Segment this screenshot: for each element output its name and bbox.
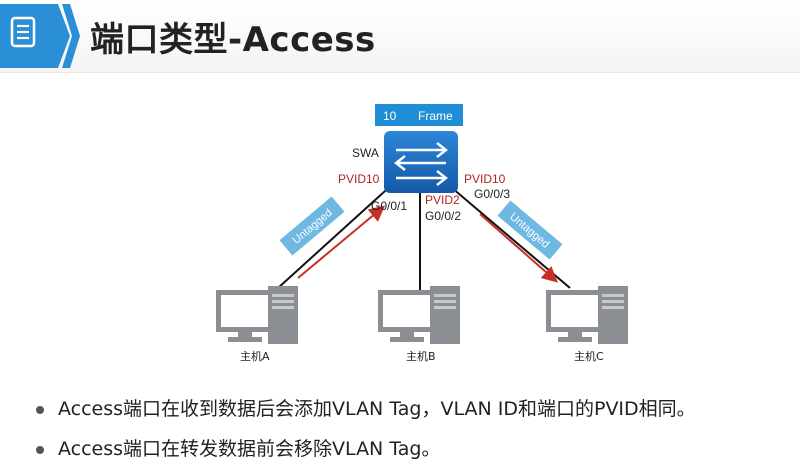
bullet-item: Access端口在转发数据前会移除VLAN Tag。 xyxy=(36,434,786,474)
host-a xyxy=(216,286,298,344)
computer-icon xyxy=(378,286,460,344)
frame-label: Frame xyxy=(418,109,453,123)
frame-vlan-id: 10 xyxy=(383,109,397,123)
bullet-text: Access端口在转发数据前会移除VLAN Tag。 xyxy=(58,438,441,460)
bullet-dot xyxy=(36,446,44,454)
host-a-label: 主机A xyxy=(240,349,270,363)
port1-pvid: PVID10 xyxy=(338,172,380,186)
link-host-a xyxy=(277,181,396,289)
switch-name: SWA xyxy=(352,146,379,160)
port3-pvid: PVID10 xyxy=(464,172,506,186)
vlan-frame: 10 Frame xyxy=(375,104,463,126)
switch-swa xyxy=(384,131,458,193)
host-b-label: 主机B xyxy=(406,349,436,363)
arrow-switch-to-host-c xyxy=(479,213,559,283)
title-bar: 端口类型-Access xyxy=(0,0,800,73)
switch-arrows-icon xyxy=(394,142,448,186)
host-c-label: 主机C xyxy=(574,349,604,363)
document-list-icon xyxy=(0,4,80,68)
bullet-item: Access端口在收到数据后会添加VLAN Tag，VLAN ID和端口的PVI… xyxy=(36,394,786,434)
untagged-tag-right: Untagged xyxy=(497,200,563,260)
arrow-host-a-to-switch xyxy=(297,205,386,279)
computer-icon xyxy=(546,286,628,344)
bullet-dot xyxy=(36,406,44,414)
port2-interface: G0/0/2 xyxy=(425,209,461,223)
bullet-text: Access端口在收到数据后会添加VLAN Tag，VLAN ID和端口的PVI… xyxy=(58,398,696,420)
host-b xyxy=(378,286,460,344)
port3-interface: G0/0/3 xyxy=(474,187,510,201)
port1-interface: G0/0/1 xyxy=(371,199,407,213)
computer-icon xyxy=(216,286,298,344)
bullet-list: Access端口在收到数据后会添加VLAN Tag，VLAN ID和端口的PVI… xyxy=(36,394,786,474)
host-c xyxy=(546,286,628,344)
page-title: 端口类型-Access xyxy=(90,20,376,60)
port2-pvid: PVID2 xyxy=(425,193,460,207)
